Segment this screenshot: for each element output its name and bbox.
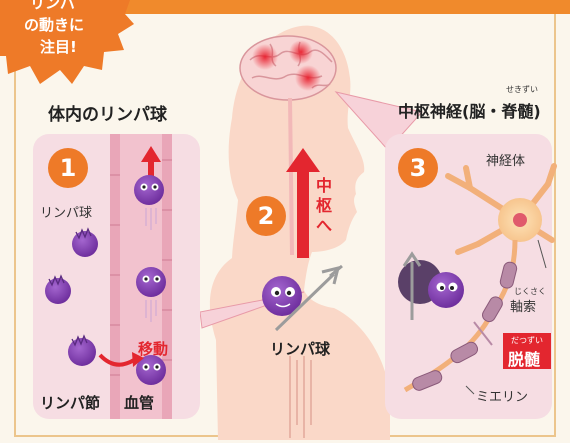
arrow-label-char-1: 中 (316, 176, 333, 195)
cell-body-label: 神経体 (486, 154, 526, 169)
badge-line-2: の動きに (24, 16, 85, 34)
step-3-marker: 3 (398, 148, 438, 188)
blood-vessel-label: 血管 (124, 394, 155, 412)
myelin-fragment (473, 321, 493, 346)
cns-title: 中枢神経(脳・脊髄) (398, 102, 541, 121)
axon-label: 軸索 (510, 300, 537, 315)
lymphocyte (134, 175, 164, 230)
myelin-sheaths (412, 261, 518, 391)
step-2-marker: 2 (246, 196, 286, 236)
lymphocyte (68, 334, 96, 366)
demyelination-box (503, 333, 551, 369)
lymphocyte-label: リンパ球 (40, 206, 93, 221)
demyelination-label: 脱髄 (508, 350, 541, 369)
demyelination-ruby: だつずい (511, 336, 543, 345)
trident (274, 264, 343, 332)
badge-starburst (0, 0, 134, 84)
lymphocyte-devil (262, 276, 302, 316)
arrow-label-char-3: へ (316, 216, 333, 235)
up-arrow-small (148, 160, 154, 182)
lymph-node-label: リンパ節 (40, 394, 101, 412)
brain-lesion (252, 44, 278, 70)
cns-title-ruby: せきずい (506, 85, 538, 94)
panel-1-title: 体内のリンパ球 (48, 105, 167, 125)
lymphocyte-devil (398, 260, 464, 308)
lymphocyte (136, 267, 166, 322)
leader-line (465, 385, 475, 395)
top-bar (0, 0, 570, 14)
lymphocyte (72, 227, 98, 257)
badge-line-1: リンパ (30, 0, 76, 12)
motion-lines (289, 356, 312, 438)
vessel-wall-cells (110, 159, 172, 376)
badge-line-3: 注目! (40, 38, 77, 56)
lymphocyte-label-center: リンパ球 (270, 340, 331, 358)
brain (239, 35, 337, 101)
neuron-nucleus (513, 213, 527, 227)
axon-ruby: じくさく (514, 287, 546, 296)
spinal-cord (288, 97, 294, 256)
step-1-marker: 1 (48, 148, 88, 188)
brain-lesion (295, 65, 321, 91)
myelin-label: ミエリン (476, 390, 529, 405)
trident (402, 251, 422, 320)
lymphocyte (136, 355, 166, 385)
move-arrow (98, 353, 136, 367)
brain-lesion (289, 40, 313, 64)
lymphocyte (45, 274, 71, 304)
arrow-label-char-2: 枢 (316, 196, 333, 215)
move-label: 移動 (138, 340, 169, 358)
leader-line (537, 239, 547, 269)
big-up-arrow (297, 170, 309, 258)
